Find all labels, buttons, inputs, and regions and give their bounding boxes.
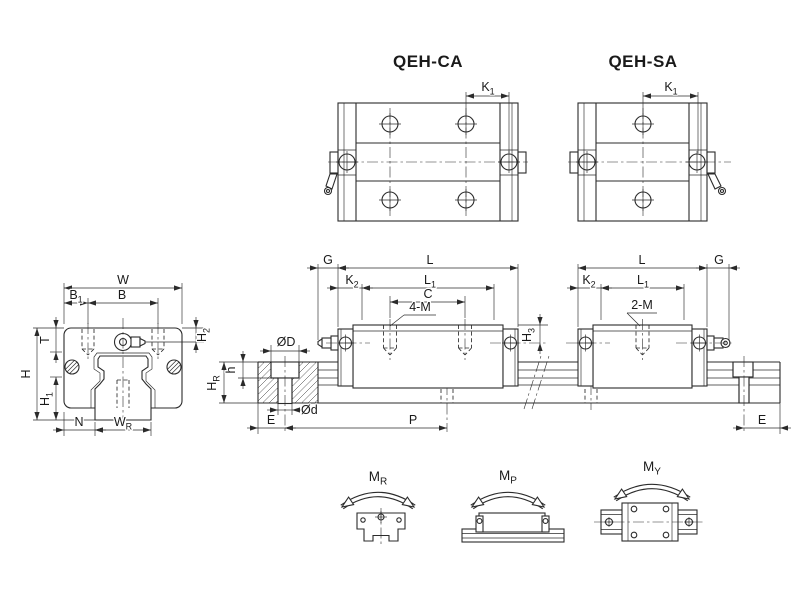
dim-label-hr: HR xyxy=(205,375,222,391)
dim-label-k2-sa: K2 xyxy=(582,273,595,290)
dim-label-k2-ca: K2 xyxy=(345,273,358,290)
dim-label-p: P xyxy=(409,413,417,427)
dim-label-h2: H2 xyxy=(195,328,212,342)
dim-label-g-sa: G xyxy=(714,253,724,267)
dim-label-l1-ca: L1 xyxy=(424,273,436,290)
dim-label-h3: H3 xyxy=(520,328,537,342)
drawing-labels: QEH-CA QEH-SA K1 K1 W B1 B T H H1 H2 N W… xyxy=(18,52,768,489)
dim-label-h: H xyxy=(19,369,33,378)
dim-label-4m: 4-M xyxy=(409,300,431,314)
moment-label-mr: MR xyxy=(369,469,387,488)
dim-label-n: N xyxy=(74,415,83,429)
dim-label-b: B xyxy=(118,288,126,302)
dim-label-wr: WR xyxy=(114,415,133,432)
moment-label-mp: MP xyxy=(499,468,517,487)
dim-label-k1-sa: K1 xyxy=(664,80,677,97)
dim-label-2m: 2-M xyxy=(631,298,653,312)
dim-label-l-ca: L xyxy=(427,253,434,267)
dim-label-k1-ca: K1 xyxy=(481,80,494,97)
drawing-geometry xyxy=(33,92,791,545)
dim-label-w: W xyxy=(117,273,129,287)
page-title-qeh-sa: QEH-SA xyxy=(608,52,677,71)
dim-label-b1: B1 xyxy=(69,288,82,305)
dim-label-e-right: E xyxy=(758,413,766,427)
page-title-qeh-ca: QEH-CA xyxy=(393,52,463,71)
dim-label-c: C xyxy=(423,287,432,301)
dim-label-t: T xyxy=(38,336,52,344)
moment-label-my: MY xyxy=(643,459,661,478)
dim-label-od-cap: ØD xyxy=(277,335,296,349)
dim-label-g-ca: G xyxy=(323,253,333,267)
dim-label-od-small: Ød xyxy=(301,403,318,417)
dim-label-h1: H1 xyxy=(38,392,55,406)
dim-label-l-sa: L xyxy=(639,253,646,267)
dim-label-e-left: E xyxy=(267,413,275,427)
dim-label-l1-sa: L1 xyxy=(637,273,649,290)
dim-label-h-small: h xyxy=(224,366,238,373)
